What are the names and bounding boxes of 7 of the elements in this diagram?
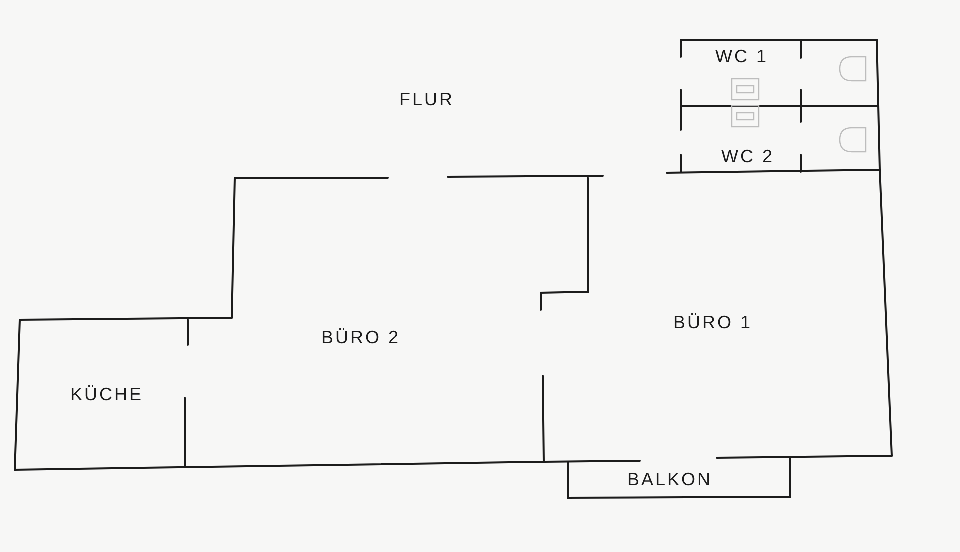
room-label: KÜCHE (70, 384, 144, 406)
room-label: BALKON (627, 468, 713, 492)
room-label: BÜRO 1 (673, 312, 753, 334)
room-label: BÜRO 2 (321, 326, 401, 350)
room-label: WC 2 (722, 146, 774, 168)
room-label: FLUR (400, 88, 454, 112)
room-label: WC 1 (716, 46, 768, 68)
